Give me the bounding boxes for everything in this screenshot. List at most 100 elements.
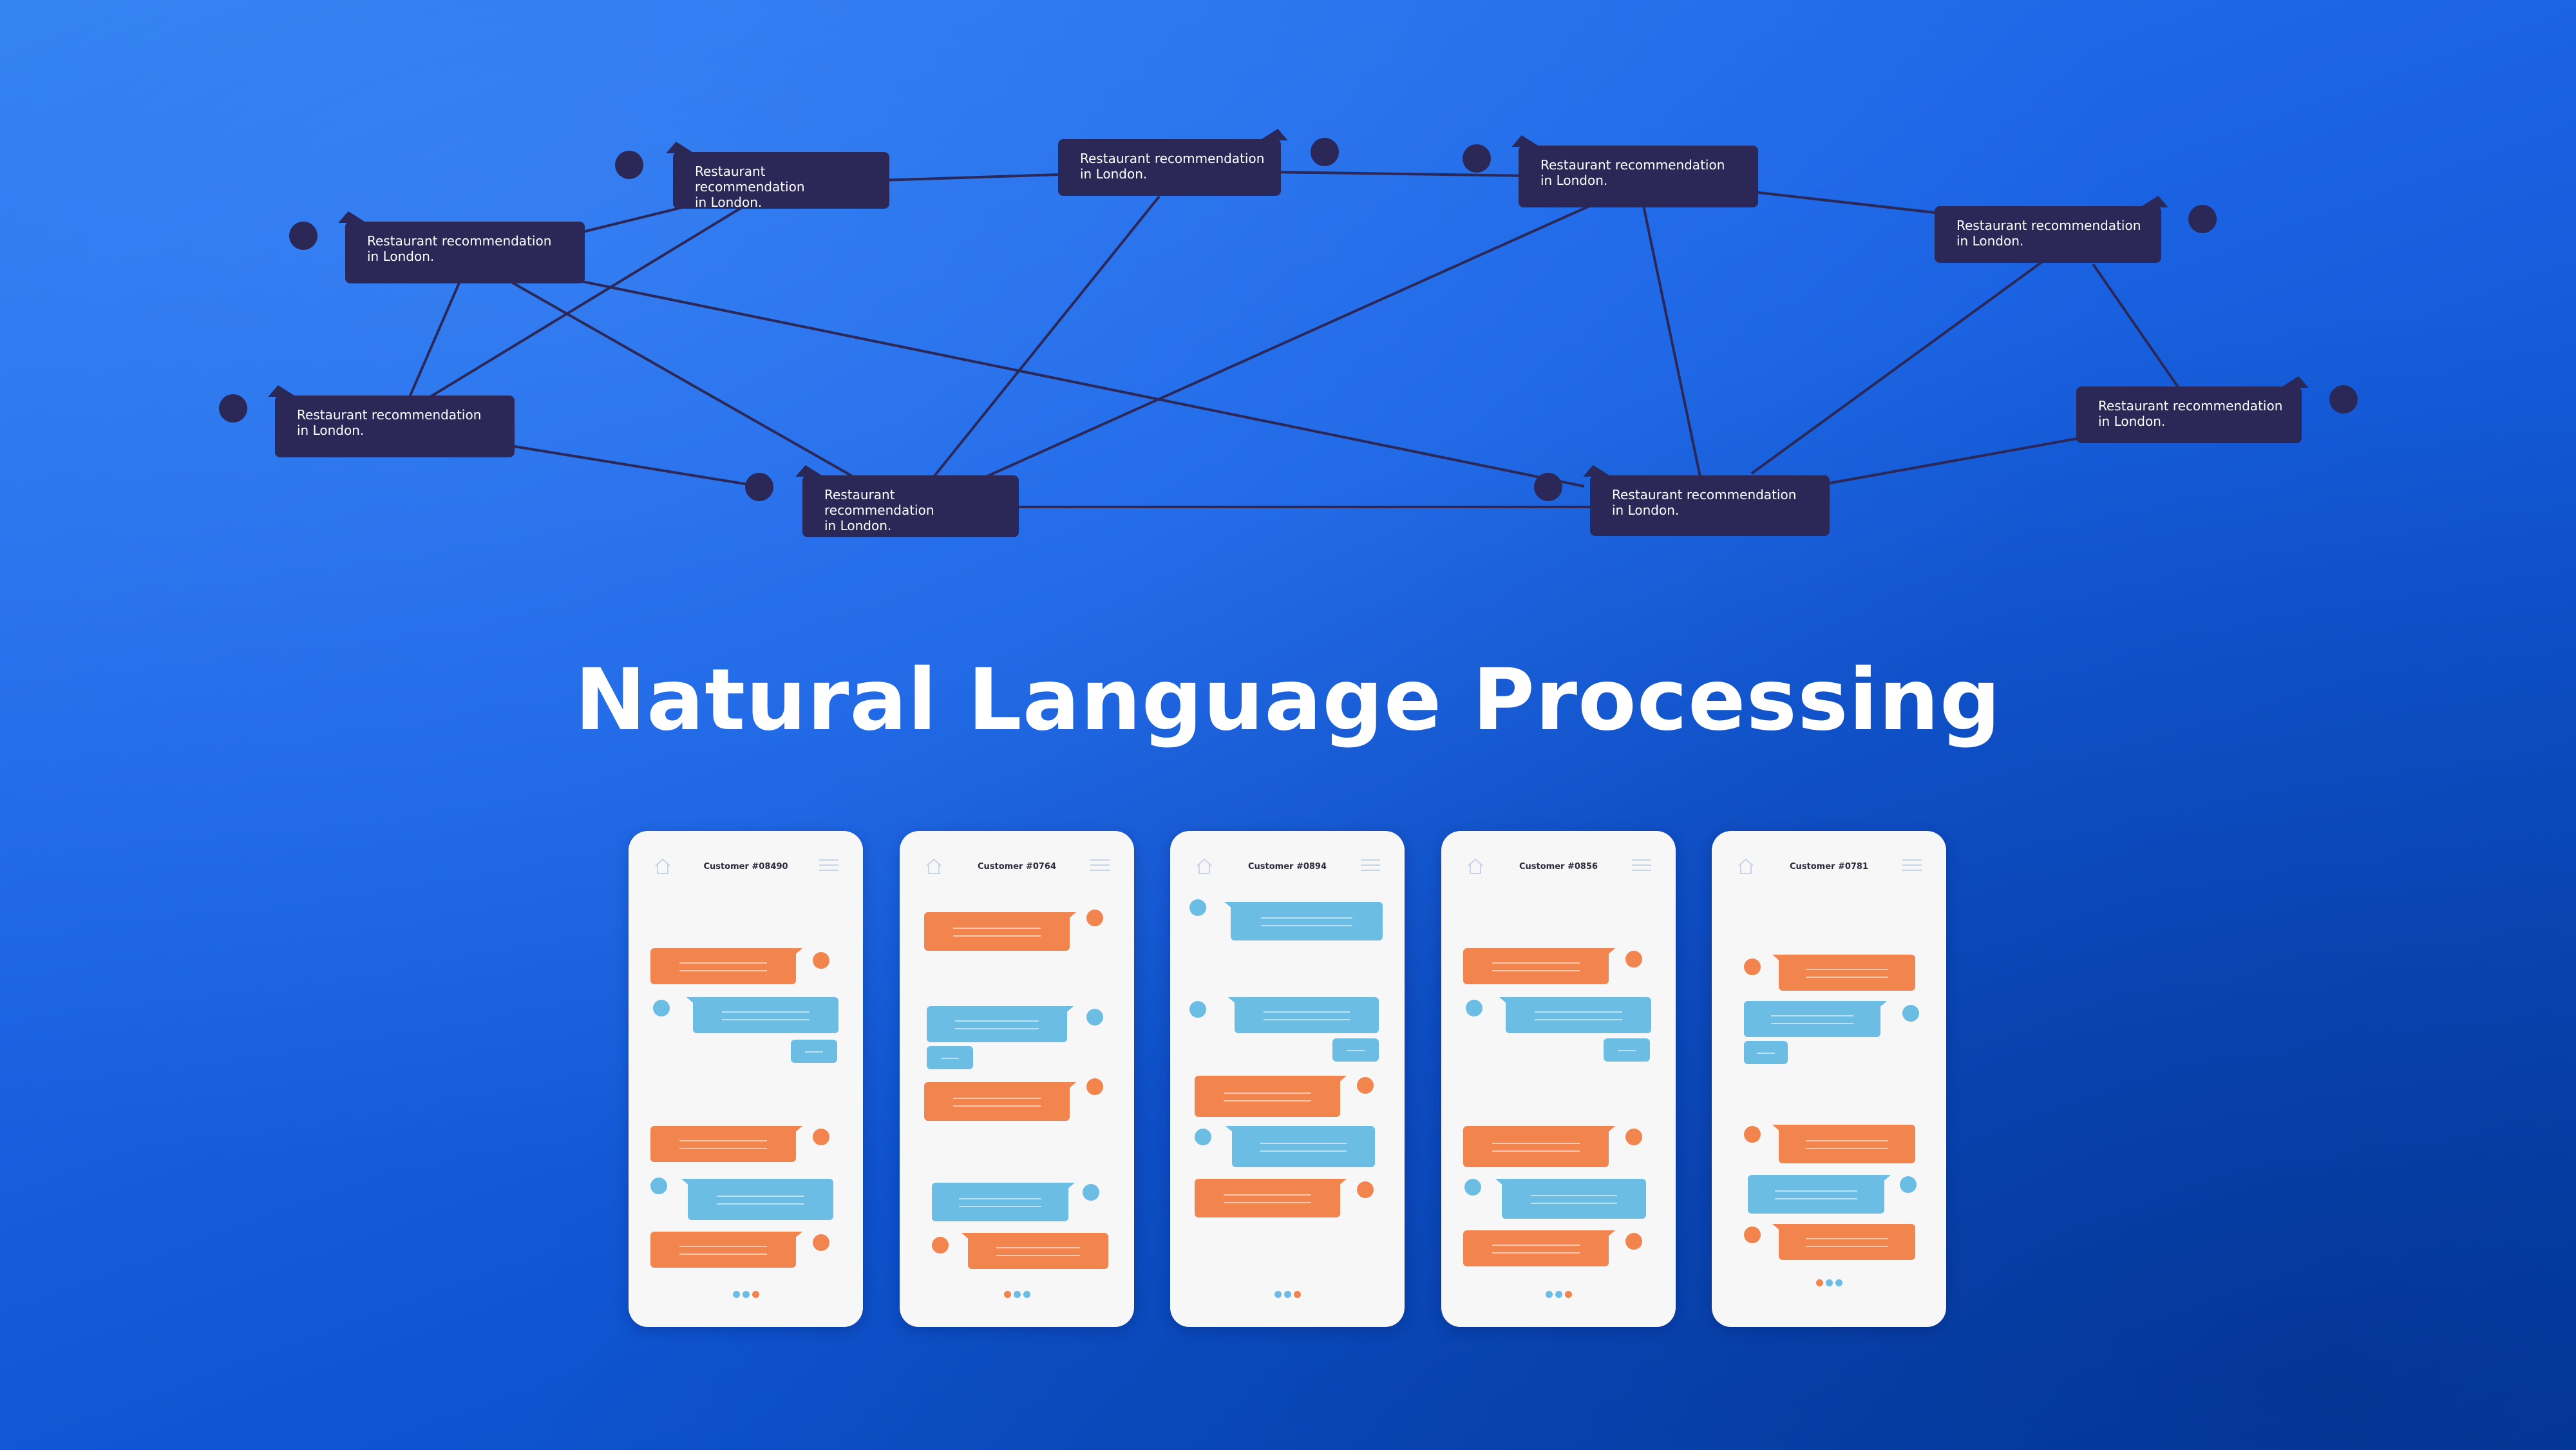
network-edge (560, 276, 1585, 488)
network-node (1463, 144, 1491, 173)
message-line (1261, 925, 1352, 926)
network-edge (1641, 199, 1701, 477)
bubble-text-line1: Restaurant recommendation (367, 233, 552, 249)
sender-avatar (1744, 1226, 1761, 1243)
outgoing-message (650, 948, 802, 984)
message-line (959, 1206, 1041, 1207)
menu-icon (1902, 859, 1922, 873)
bubble-text-line2: in London. (824, 518, 892, 533)
receiver-avatar (1189, 899, 1206, 916)
incoming-message (687, 997, 838, 1033)
receiver-avatar (653, 1000, 670, 1016)
receiver-avatar (1900, 1176, 1917, 1193)
network-node (2329, 385, 2358, 414)
network-edge (1822, 437, 2081, 486)
network-bubble: Restaurant recommendation in London. (1578, 465, 1830, 536)
network-bubble: Restaurant recommendation in London. (1935, 196, 2173, 263)
receiver-avatar (1083, 1184, 1099, 1201)
network-edge (502, 443, 761, 488)
message-line (1492, 1150, 1580, 1152)
message-line (959, 1198, 1041, 1199)
message-line (1775, 1190, 1857, 1192)
network-node (745, 473, 773, 501)
bubble-text-line2: in London. (297, 423, 365, 438)
message-line (953, 935, 1041, 937)
message-line (1492, 1252, 1580, 1254)
bubble-text-line1: Restaurant recommendation (297, 407, 482, 423)
bubble-text-line2: in London. (1956, 233, 2024, 249)
outgoing-message (1463, 948, 1615, 984)
sender-avatar (1086, 910, 1103, 926)
message-line (679, 969, 767, 971)
message-line (1806, 1238, 1888, 1240)
phone-mockup: Customer #0781 (1712, 831, 1946, 1327)
outgoing-message (1195, 1179, 1347, 1217)
message-line (1263, 1011, 1350, 1013)
message-line (1346, 1050, 1365, 1051)
menu-icon (1632, 859, 1651, 873)
customer-id: Customer #0781 (1789, 862, 1869, 872)
pager-dots (1712, 1279, 1946, 1286)
message-line (996, 1247, 1081, 1249)
bubble-text-line1: Restaurant recommendation (1612, 487, 1797, 502)
receiver-avatar (1464, 1179, 1481, 1196)
sender-avatar (1625, 951, 1642, 968)
outgoing-message (1195, 1076, 1347, 1117)
page-title: Natural Language Processing (574, 651, 2002, 750)
network-bubble: Restaurant recommendation in London. (1507, 135, 1758, 207)
receiver-avatar (1902, 1005, 1919, 1022)
menu-icon (819, 859, 838, 873)
sender-avatar (1357, 1077, 1374, 1094)
message-line (679, 1140, 767, 1142)
outgoing-message (1772, 1125, 1915, 1163)
bubble-text-line1: Restaurant recommendation (695, 164, 805, 195)
message-line (679, 1147, 767, 1149)
message-line (1530, 1194, 1618, 1196)
outgoing-message (1772, 955, 1915, 991)
phone-mockup: Customer #08490 (629, 831, 863, 1327)
bubble-text-line2: in London. (367, 249, 435, 264)
message-line (717, 1195, 804, 1197)
message-line (940, 1058, 960, 1059)
message-line (1771, 1015, 1853, 1017)
sender-avatar (1625, 1129, 1642, 1145)
network-bubble: Restaurant recommendation in London. (791, 465, 1019, 537)
message-line (679, 1253, 767, 1255)
message-line (1261, 917, 1352, 919)
incoming-message (1224, 902, 1383, 940)
pager-dots (900, 1291, 1134, 1298)
sender-avatar (1744, 959, 1761, 975)
incoming-message (932, 1183, 1075, 1221)
message-line (1806, 976, 1888, 978)
message-line (954, 1027, 1039, 1029)
receiver-avatar (1086, 1009, 1103, 1025)
incoming-message (927, 1046, 973, 1069)
network-edges (404, 169, 2181, 508)
message-line (1771, 1022, 1853, 1024)
message-line (1492, 962, 1580, 964)
message-line (1263, 1018, 1350, 1020)
sender-avatar (813, 1129, 829, 1145)
outgoing-message (1463, 1230, 1615, 1266)
sender-avatar (1744, 1126, 1761, 1143)
bubble-text-line1: Restaurant recommendation (1080, 151, 1265, 166)
sender-avatar (813, 952, 829, 969)
receiver-avatar (1189, 1001, 1206, 1018)
message-line (1535, 1018, 1622, 1020)
message-line (722, 1018, 810, 1020)
network-edge (978, 198, 1604, 481)
bubble-text-line2: in London. (1612, 502, 1680, 518)
sender-avatar (813, 1234, 829, 1251)
home-icon (1738, 858, 1754, 874)
bubble-text-line2: in London. (695, 195, 762, 210)
network-bubble: Restaurant recommendation in London. (334, 211, 585, 283)
customer-id: Customer #08490 (703, 862, 788, 872)
network-edge (414, 195, 761, 407)
message-line (1617, 1050, 1636, 1051)
sender-avatar (1625, 1233, 1642, 1250)
incoming-message (1495, 1179, 1646, 1219)
network-bubble: Restaurant recommendation in London. (263, 385, 515, 457)
outgoing-message (650, 1126, 802, 1162)
incoming-message (791, 1040, 837, 1063)
incoming-message (1748, 1175, 1891, 1214)
